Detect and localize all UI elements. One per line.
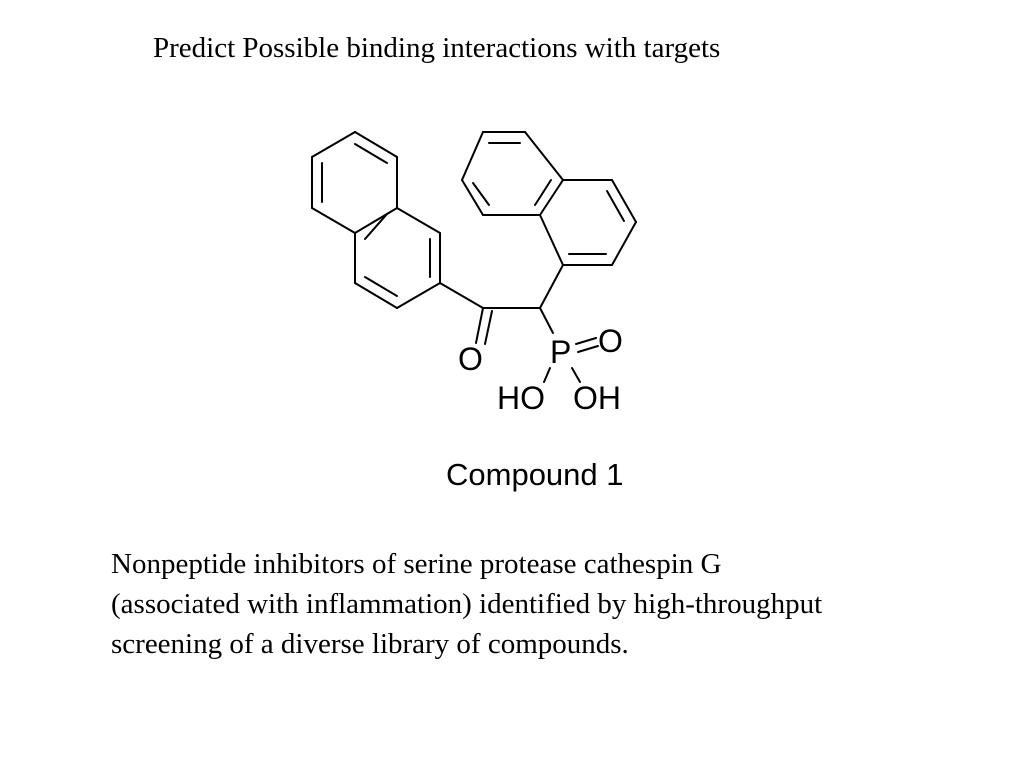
- compound-label: Compound 1: [446, 457, 624, 492]
- description-line: screening of a diverse library of compou…: [111, 628, 629, 660]
- ketone-phosphonate-backbone: [439, 264, 599, 383]
- phosphorus-label: P: [550, 334, 571, 370]
- naphthyl-2-group: [311, 131, 441, 309]
- phosphoryl-oxygen-label: O: [598, 323, 623, 359]
- hydroxyl-right-label: OH: [573, 380, 621, 416]
- description-line: (associated with inflammation) identifie…: [111, 588, 823, 620]
- naphthyl-1-group: [461, 131, 637, 266]
- slide-title: Predict Possible binding interactions wi…: [153, 32, 721, 64]
- description-line: Nonpeptide inhibitors of serine protease…: [111, 548, 722, 580]
- carbonyl-oxygen-label: O: [458, 341, 483, 377]
- description: Nonpeptide inhibitors of serine protease…: [111, 544, 991, 664]
- hydroxyl-left-label: HO: [497, 380, 545, 416]
